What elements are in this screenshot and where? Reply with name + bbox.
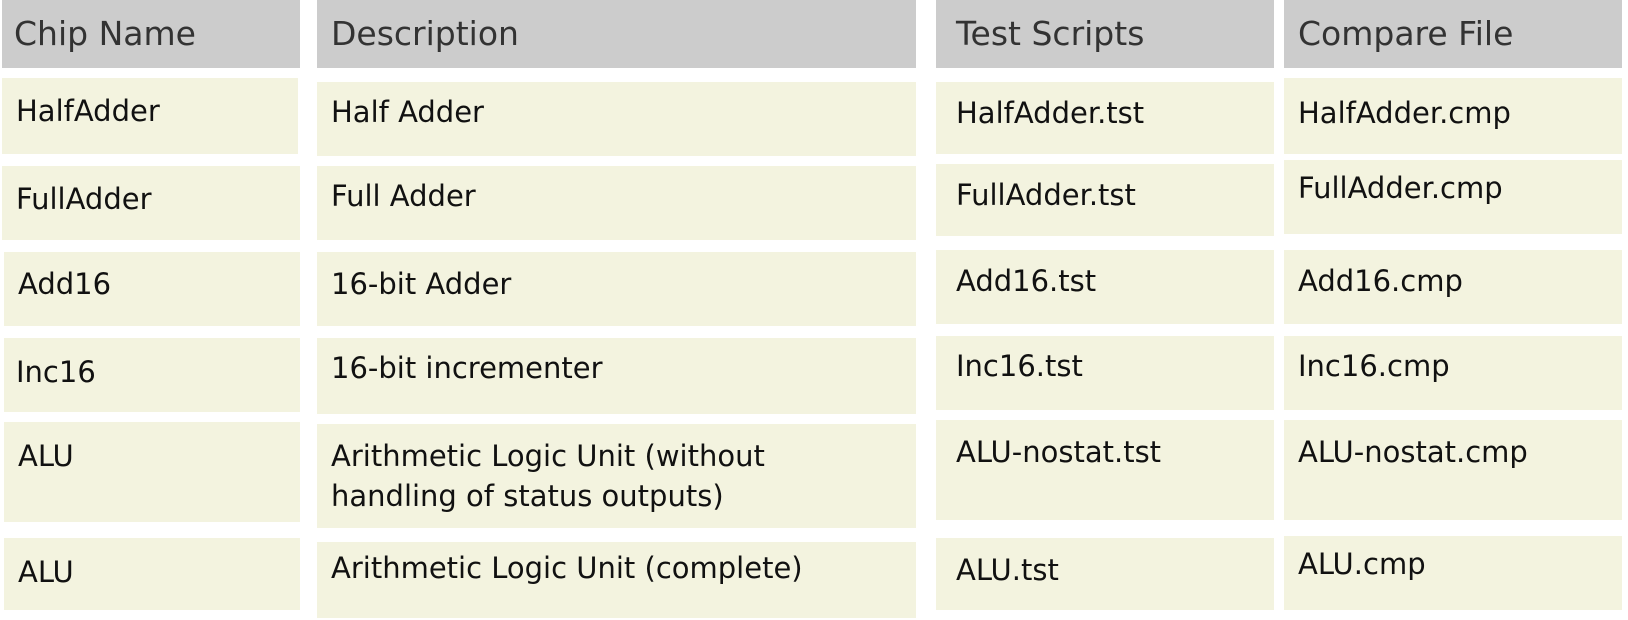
chip-description: Arithmetic Logic Unit (without	[331, 439, 765, 473]
chip-description: Half Adder	[331, 95, 484, 129]
chip-name: Inc16	[16, 355, 96, 389]
header-label: Compare File	[1298, 14, 1514, 53]
chip-name: ALU	[18, 439, 74, 473]
compare-file: Add16.cmp	[1298, 264, 1463, 298]
chip-name: ALU	[18, 555, 74, 589]
table-cell-test: FullAdder.tst	[936, 164, 1274, 236]
header-label: Test Scripts	[956, 14, 1145, 53]
compare-file: ALU.cmp	[1298, 547, 1426, 581]
test-script: ALU-nostat.tst	[956, 435, 1162, 469]
chip-description: 16-bit incrementer	[331, 351, 603, 385]
test-script: ALU.tst	[956, 553, 1059, 587]
table-cell-compare: Add16.cmp	[1284, 250, 1622, 324]
header-label: Description	[331, 14, 519, 53]
compare-file: Inc16.cmp	[1298, 349, 1450, 383]
table-cell-chip: Add16	[4, 252, 300, 326]
table-cell-chip: ALU	[4, 422, 300, 522]
table-cell-description: 16-bit incrementer	[317, 338, 916, 414]
table-cell-description: Arithmetic Logic Unit (without handling o…	[317, 424, 916, 528]
test-script: Add16.tst	[956, 264, 1097, 298]
chip-description: Arithmetic Logic Unit (complete)	[331, 551, 803, 585]
chip-name: HalfAdder	[16, 94, 160, 128]
chip-description: 16-bit Adder	[331, 267, 512, 301]
header-chip-name: Chip Name	[2, 0, 300, 68]
compare-file: ALU-nostat.cmp	[1298, 435, 1528, 469]
table-cell-compare: ALU.cmp	[1284, 536, 1622, 610]
table-cell-chip: Inc16	[4, 338, 300, 412]
chip-description-line2: handling of status outputs)	[331, 479, 724, 513]
table-cell-compare: Inc16.cmp	[1284, 336, 1622, 410]
test-script: FullAdder.tst	[956, 178, 1136, 212]
table-cell-test: Add16.tst	[936, 250, 1274, 324]
table-cell-description: Full Adder	[317, 166, 916, 240]
chip-description: Full Adder	[331, 179, 476, 213]
header-compare-file: Compare File	[1284, 0, 1622, 68]
header-label: Chip Name	[14, 14, 196, 53]
header-description: Description	[317, 0, 916, 68]
table-cell-test: ALU-nostat.tst	[936, 420, 1274, 520]
table-cell-compare: ALU-nostat.cmp	[1284, 420, 1622, 520]
table-cell-test: ALU.tst	[936, 538, 1274, 610]
table-cell-chip: HalfAdder	[2, 78, 298, 154]
table-cell-compare: FullAdder.cmp	[1284, 160, 1622, 234]
table-cell-compare: HalfAdder.cmp	[1284, 78, 1622, 154]
table-cell-chip: FullAdder	[2, 166, 300, 240]
chip-name: FullAdder	[16, 182, 152, 216]
test-script: HalfAdder.tst	[956, 96, 1145, 130]
compare-file: HalfAdder.cmp	[1298, 96, 1511, 130]
table-cell-description: Half Adder	[317, 82, 916, 156]
table-cell-test: HalfAdder.tst	[936, 82, 1274, 154]
table-cell-description: 16-bit Adder	[317, 252, 916, 326]
chip-name: Add16	[18, 267, 112, 301]
header-test-scripts: Test Scripts	[936, 0, 1274, 68]
table-cell-chip: ALU	[4, 538, 300, 610]
test-script: Inc16.tst	[956, 349, 1083, 383]
table-cell-test: Inc16.tst	[936, 336, 1274, 410]
table-cell-description: Arithmetic Logic Unit (complete)	[317, 542, 916, 618]
compare-file: FullAdder.cmp	[1298, 171, 1503, 205]
